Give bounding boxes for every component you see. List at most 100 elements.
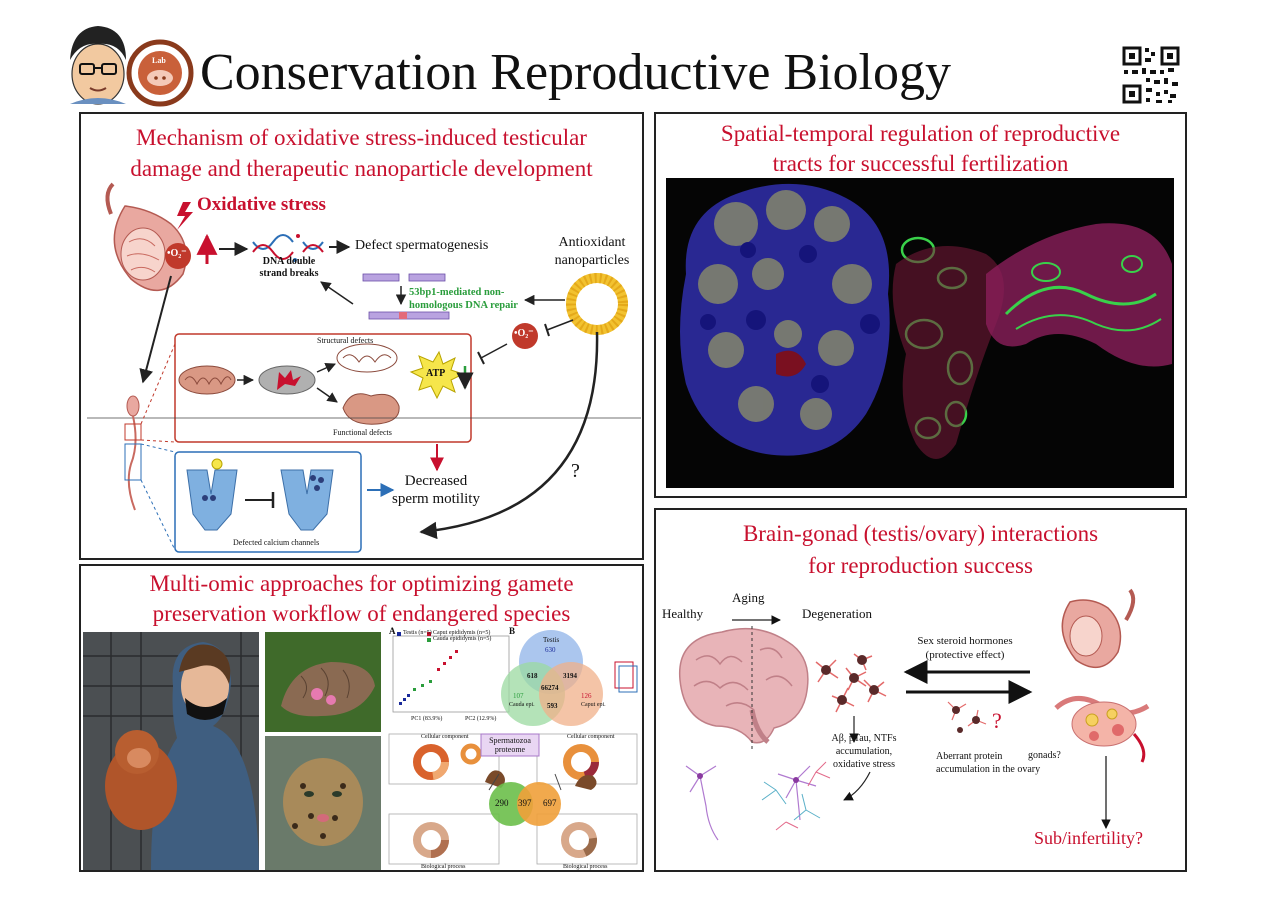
venn-3194: 3194 <box>563 672 577 680</box>
superoxide-radical-icon-2 <box>512 323 538 349</box>
venn-caput-label: Caput epi. <box>581 702 606 708</box>
panel-title-line1: Mechanism of oxidative stress-induced te… <box>136 125 587 150</box>
mitochondria-icon <box>178 343 400 425</box>
avatar-icon <box>70 26 126 105</box>
species-photos <box>83 632 381 870</box>
venn-diagram <box>501 630 638 726</box>
panel-title-line1: Spatial-temporal regulation of reproduct… <box>720 121 1121 146</box>
decreased-motility-line1: Decreased <box>404 473 468 489</box>
cc-label-1: Cellular component <box>421 734 469 740</box>
panel-title-line2: damage and therapeutic nanoparticle deve… <box>130 156 593 181</box>
defect-spermatogenesis-label: Defect spermatogenesis <box>355 238 489 253</box>
panel-title-line1: Multi-omic approaches for optimizing gam… <box>149 571 574 596</box>
dna-repair-icon <box>362 273 450 320</box>
proteome-count-397: 397 <box>518 798 532 808</box>
dna-label-line2: strand breaks <box>259 268 319 279</box>
pca-legend-caput: Caput epididymis (n=5) <box>433 630 491 636</box>
pca-panel-label: A <box>389 626 396 636</box>
subfertility-label: Sub/infertility? <box>1034 828 1143 848</box>
venn-618: 618 <box>527 672 538 680</box>
venn-caput-count: 126 <box>581 692 592 700</box>
dna-label-line1: DNA double <box>262 256 316 267</box>
pca-legend-testis: Testis (n=5) <box>403 630 432 636</box>
leopard-cat-figure <box>283 758 363 846</box>
aberrant-label: Aberrant protein accumulation in the ova… <box>936 750 1040 776</box>
gonads-label: gonads? <box>1028 750 1061 761</box>
repair-label-line2: homologous DNA repair <box>409 300 518 311</box>
aberrant-label-line2: accumulation in the ovary <box>936 764 1041 775</box>
superoxide-label: •O₂⁻ <box>167 248 187 259</box>
healthy-label: Healthy <box>662 606 704 621</box>
atp-label: ATP <box>426 368 446 379</box>
atp-burst-icon <box>409 350 465 400</box>
brain-icon <box>678 627 809 744</box>
venn-593: 593 <box>547 702 558 710</box>
venn-testis-count: 630 <box>545 646 556 654</box>
hormones-label-line2: (protective effect) <box>925 649 1005 661</box>
proteome-label: Spermatozoa proteome <box>481 736 539 754</box>
dna-helix-icon <box>252 234 324 262</box>
proteome-summary <box>388 733 638 865</box>
brain-gonad-diagram <box>678 588 1150 841</box>
cc-label-2: Cellular component <box>567 734 615 740</box>
keeper-figure <box>151 642 259 870</box>
page-title: Conservation Reproductive Biology <box>200 44 952 101</box>
repair-label: 53bp1-mediated non- homologous DNA repai… <box>409 286 518 312</box>
microglia-cluster-icon <box>815 653 887 713</box>
ovary-icon <box>1054 696 1150 763</box>
degeneration-label: Degeneration <box>802 606 873 621</box>
venn-cauda-count: 107 <box>513 692 524 700</box>
panel-brain-gonad: Brain-gonad (testis/ovary) interactions … <box>654 508 1187 872</box>
superoxide-label-2: •O₂⁻ <box>514 328 534 339</box>
antioxidant-label-line1: Antioxidant <box>558 235 626 250</box>
pca-points <box>399 650 458 705</box>
superoxide-radical-icon <box>165 243 191 269</box>
neuron-icon <box>685 765 817 841</box>
donut-charts <box>413 743 599 858</box>
structural-defects-label: Structural defects <box>317 336 374 345</box>
bp-label-2: Biological process <box>563 864 608 870</box>
hormones-label: Sex steroid hormones (protective effect) <box>900 634 1030 662</box>
primate-silhouette-icon <box>485 770 505 788</box>
panel-oxidative-stress: Mechanism of oxidative stress-induced te… <box>79 112 644 560</box>
proteome-label-line2: proteome <box>494 745 526 754</box>
aberrant-protein-icon <box>947 701 987 733</box>
qr-code-icon[interactable] <box>0 0 1269 110</box>
aberrant-label-line1: Aberrant protein <box>936 751 1003 762</box>
calcium-channel-icon <box>186 458 334 531</box>
pca-x-label: PC1 (83.9%) <box>411 716 443 722</box>
calcium-channels-label: Defected calcium channels <box>233 538 320 547</box>
decreased-motility-label: Decreased sperm motility <box>381 472 491 508</box>
testis-icon <box>1061 588 1136 669</box>
accumulation-line3: oxidative stress <box>833 759 895 770</box>
panel-multi-omic: Multi-omic approaches for optimizing gam… <box>79 564 644 872</box>
functional-defects-label: Functional defects <box>333 428 392 437</box>
lab-logo-text: Lab <box>152 56 166 65</box>
accumulation-line1: Aβ, pTau, NTFs <box>831 733 897 744</box>
proteome-label-line1: Spermatozoa <box>489 736 531 745</box>
hormones-label-line1: Sex steroid hormones <box>917 635 1013 647</box>
lightning-icon <box>177 202 193 230</box>
pangolin-silhouette-icon <box>575 775 597 790</box>
unknown-mechanism-label: ? <box>571 460 580 482</box>
fluorescence-micrograph <box>666 178 1174 488</box>
dna-label: DNA double strand breaks <box>249 256 329 280</box>
panel-reproductive-tracts: Spatial-temporal regulation of reproduct… <box>654 112 1187 498</box>
accumulation-line2: accumulation, <box>835 746 893 757</box>
proteome-count-697: 697 <box>543 798 557 808</box>
venn-66274: 66274 <box>541 684 559 692</box>
venn-cauda-label: Cauda epi. <box>509 702 535 708</box>
testis-icon <box>105 182 187 292</box>
panel-title-line2: for reproduction success <box>808 553 1033 578</box>
antioxidant-label: Antioxidant nanoparticles <box>537 234 647 270</box>
venn-panel-label: B <box>509 626 516 636</box>
decreased-motility-line2: sperm motility <box>392 491 480 507</box>
oxidative-stress-label: Oxidative stress <box>197 194 326 215</box>
panel-title-line2: preservation workflow of endangered spec… <box>152 601 571 626</box>
nanoparticle-icon <box>566 273 628 335</box>
aging-label: Aging <box>732 590 765 605</box>
oxidative-stress-diagram <box>87 182 641 553</box>
antioxidant-label-line2: nanoparticles <box>554 253 630 268</box>
pca-x-label-2: PC2 (12.9%) <box>465 716 497 722</box>
accumulation-label: Aβ, pTau, NTFs accumulation, oxidative s… <box>824 732 904 771</box>
